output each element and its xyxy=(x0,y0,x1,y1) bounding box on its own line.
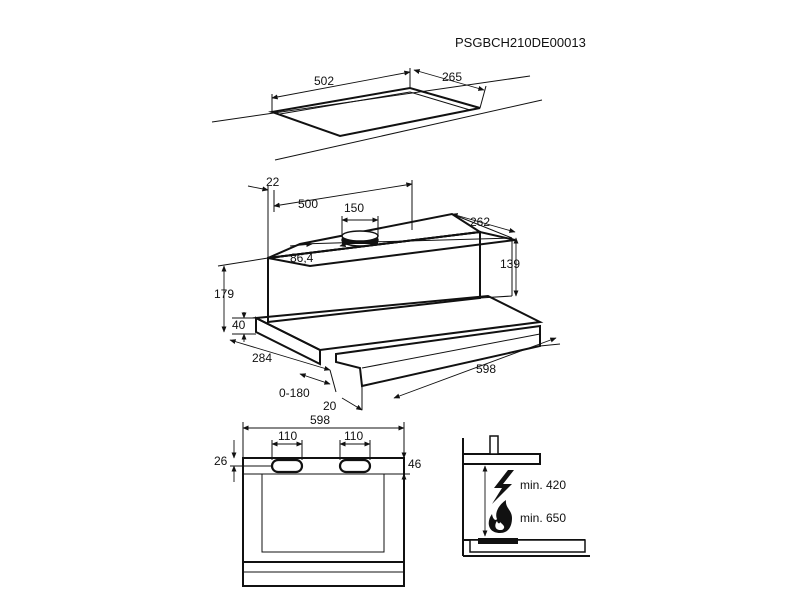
cutout-depth-dimension xyxy=(413,69,485,91)
width-top-label: 500 xyxy=(298,197,318,211)
hood-isometric-view: 22 500 150 262 86,4 139 179 40 284 xyxy=(214,175,561,413)
electric-clearance-label: min. 420 xyxy=(520,478,566,492)
right-height-label: 46 xyxy=(408,457,422,471)
cutout-depth-label: 265 xyxy=(442,70,462,84)
gas-clearance-label: min. 650 xyxy=(520,511,566,525)
depth-top-label: 262 xyxy=(470,215,490,229)
cutout-view: 502 265 xyxy=(211,68,543,161)
cutout-length-label: 502 xyxy=(314,74,334,88)
lightning-icon xyxy=(492,470,514,504)
front-height-label: 40 xyxy=(232,318,246,332)
outlet-label: 150 xyxy=(344,201,364,215)
outlet-offset-label: 86,4 xyxy=(290,251,314,265)
side-depth-dimension xyxy=(229,339,331,371)
clearance-view: min. 420 min. 650 xyxy=(462,435,590,557)
extension-dimension xyxy=(299,373,331,385)
front-view: 598 110 110 26 46 xyxy=(214,413,422,587)
slot-left-label: 110 xyxy=(278,429,297,443)
slot-left xyxy=(270,458,304,474)
top-gap-label: 22 xyxy=(266,175,280,189)
ceiling-line-front xyxy=(274,99,543,161)
width-top-dimension xyxy=(273,182,413,208)
flame-icon xyxy=(488,500,512,533)
slot-right-label: 110 xyxy=(344,429,363,443)
cutout-outline xyxy=(268,86,481,138)
depth-top-dimension xyxy=(451,213,516,233)
left-height-label: 26 xyxy=(214,454,228,468)
front-drawer xyxy=(242,561,405,587)
total-height-label: 179 xyxy=(214,287,234,301)
body-height-label: 139 xyxy=(500,257,520,271)
width-label: 598 xyxy=(476,362,496,376)
slot-right xyxy=(338,458,372,474)
width-dimension xyxy=(393,337,557,399)
side-depth-label: 284 xyxy=(252,351,272,365)
front-width-label: 598 xyxy=(310,413,330,427)
cutout-length-dimension xyxy=(271,70,411,100)
extension-label: 0-180 xyxy=(279,386,310,400)
document-code: PSGBCH210DE00013 xyxy=(455,35,586,50)
front-offset-label: 20 xyxy=(323,399,337,413)
